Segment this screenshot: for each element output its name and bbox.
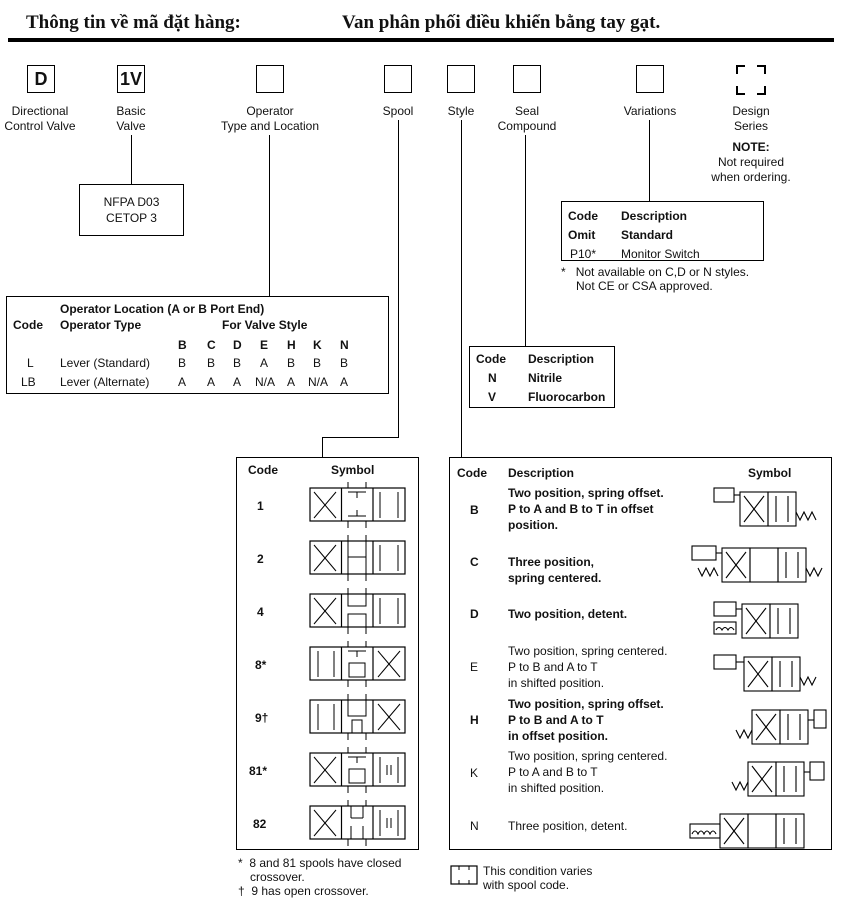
spool-code-2: 2 — [257, 552, 264, 566]
spool-footnote: * 8 and 81 spools have closed crossover.… — [238, 856, 402, 898]
spool-code-81: 81* — [249, 764, 268, 778]
legend-icon — [450, 865, 478, 885]
code-box-spool — [384, 65, 412, 93]
style-symbols — [689, 487, 827, 849]
connector-style — [461, 120, 463, 458]
label-spool: Spool — [382, 104, 414, 118]
spool-symbols — [309, 481, 406, 847]
code-box-style — [447, 65, 475, 93]
label-directional: Directional Control Valve — [4, 104, 76, 133]
connector-spool-drop — [322, 437, 324, 459]
style-desc-N: Three position, detent. — [508, 819, 628, 833]
code-box-variations — [636, 65, 664, 93]
spool-code-1: 1 — [257, 499, 264, 513]
seal-table: Code Description N Nitrile V Fluorocarbo… — [469, 346, 615, 408]
label-design-series: Design Series — [732, 104, 770, 133]
label-style: Style — [447, 104, 475, 118]
connector-spool-h — [322, 437, 399, 439]
spool-code-8: 8* — [255, 658, 267, 672]
code-box-operator — [256, 65, 284, 93]
style-desc-E: Two position, spring centered.P to B and… — [508, 644, 668, 690]
basic-valve-box: NFPA D03 CETOP 3 — [79, 184, 184, 236]
label-basic-valve: Basic Valve — [116, 104, 146, 133]
code-box-seal — [513, 65, 541, 93]
header-left: Thông tin về mã đặt hàng: — [26, 12, 241, 33]
connector-spool — [398, 120, 400, 438]
spool-code-4: 4 — [257, 605, 264, 619]
style-desc-B: Two position, spring offset.P to A and B… — [508, 486, 664, 532]
connector-operator — [269, 135, 271, 297]
spool-code-9: 9† — [255, 711, 269, 725]
legend-text: This condition varies with spool code. — [483, 864, 593, 892]
connector-basic — [131, 135, 133, 185]
connector-variations — [649, 120, 651, 202]
code-box-directional: D — [27, 65, 55, 93]
code-box-design-series — [736, 65, 766, 95]
style-desc-K: Two position, spring centered.P to A and… — [508, 749, 668, 795]
style-desc-H: Two position, spring offset.P to B and A… — [508, 697, 664, 743]
style-desc-D: Two position, detent. — [508, 607, 628, 621]
label-operator: Operator Type and Location — [220, 104, 320, 133]
connector-seal — [525, 135, 527, 347]
header-right: Van phân phối điều khiển bằng tay gạt. — [342, 12, 661, 33]
header-rule — [8, 38, 834, 42]
operator-table: Operator Location (A or B Port End) Code… — [6, 296, 389, 394]
label-seal: Seal Compound — [497, 104, 557, 133]
spool-code-82: 82 — [253, 817, 267, 831]
design-note: NOTE: Not required when ordering. — [711, 140, 791, 184]
code-box-basic-valve: 1V — [117, 65, 145, 93]
variations-footnote: * Not available on C,D or N styles. Not … — [561, 265, 750, 293]
style-desc-C: Three position,spring centered. — [508, 555, 602, 585]
label-variations: Variations — [623, 104, 677, 118]
